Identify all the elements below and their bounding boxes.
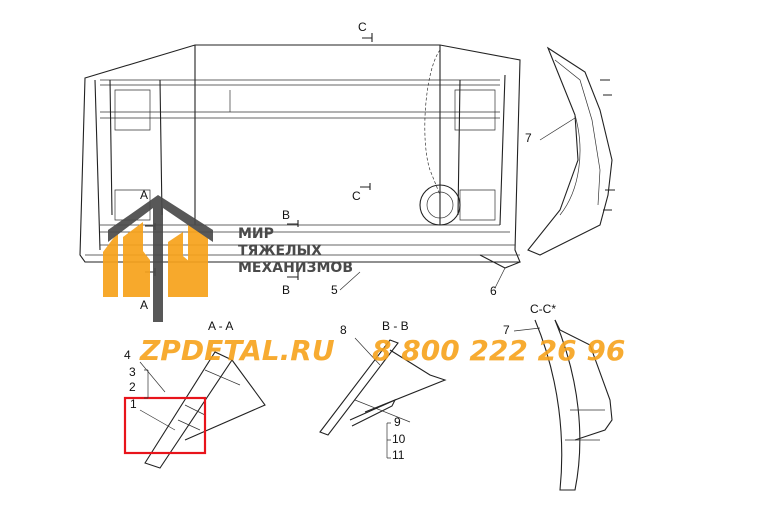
bucket-front-view <box>79 44 521 269</box>
label-6: 6 <box>490 284 497 298</box>
label-5: 5 <box>331 283 338 297</box>
label-4: 4 <box>124 348 131 362</box>
label-view-aa: A - A <box>208 319 233 333</box>
label-3: 3 <box>129 365 136 379</box>
watermark-phone: 8 800 222 26 96 <box>372 334 625 367</box>
section-cc <box>534 319 613 491</box>
highlight-box <box>123 396 207 455</box>
label-b-bottom: B <box>282 283 290 297</box>
label-view-cc: C-C* <box>530 302 556 316</box>
section-bb <box>319 339 447 459</box>
label-b-top: B <box>282 208 290 222</box>
label-8: 8 <box>340 323 347 337</box>
label-1: 1 <box>130 397 137 411</box>
watermark-line1: МИР <box>238 226 274 242</box>
watermark-site: ZPDETAL.RU <box>139 334 335 367</box>
labels: C C B B A A 5 6 7 C-C* A - A B - B 8 4 3… <box>124 20 556 462</box>
bucket-side-view <box>527 46 615 256</box>
watermark-line2: ТЯЖЕЛЫХ <box>238 243 322 259</box>
label-2: 2 <box>129 380 136 394</box>
label-10: 10 <box>392 432 406 446</box>
watermark-line3: МЕХАНИЗМОВ <box>238 260 353 276</box>
watermark-logo <box>103 195 213 322</box>
label-c-mid: C <box>352 189 361 203</box>
section-aa <box>123 351 266 469</box>
label-11: 11 <box>392 448 405 462</box>
label-c-top: C <box>358 20 367 34</box>
label-7-cc: 7 <box>503 323 510 337</box>
label-view-bb: B - B <box>382 319 409 333</box>
label-a-top: A <box>140 188 148 202</box>
label-9: 9 <box>394 415 401 429</box>
label-7-side: 7 <box>525 131 532 145</box>
label-a-bottom: A <box>140 298 148 312</box>
